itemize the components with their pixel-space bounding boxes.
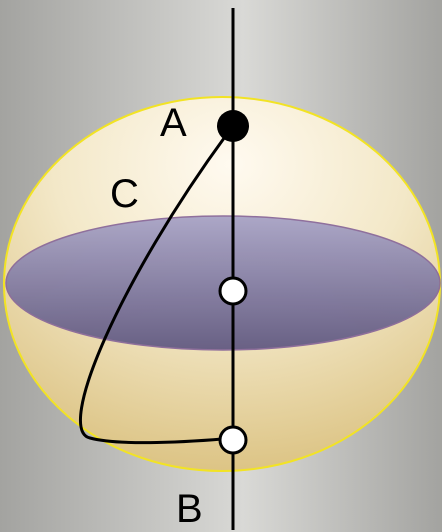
point-b-intersection (218, 425, 248, 455)
center-point (218, 276, 248, 306)
label-c: C (110, 172, 139, 216)
label-b: B (176, 487, 203, 531)
point-a (217, 110, 249, 142)
curve-c (79, 133, 235, 445)
label-a: A (160, 101, 187, 145)
